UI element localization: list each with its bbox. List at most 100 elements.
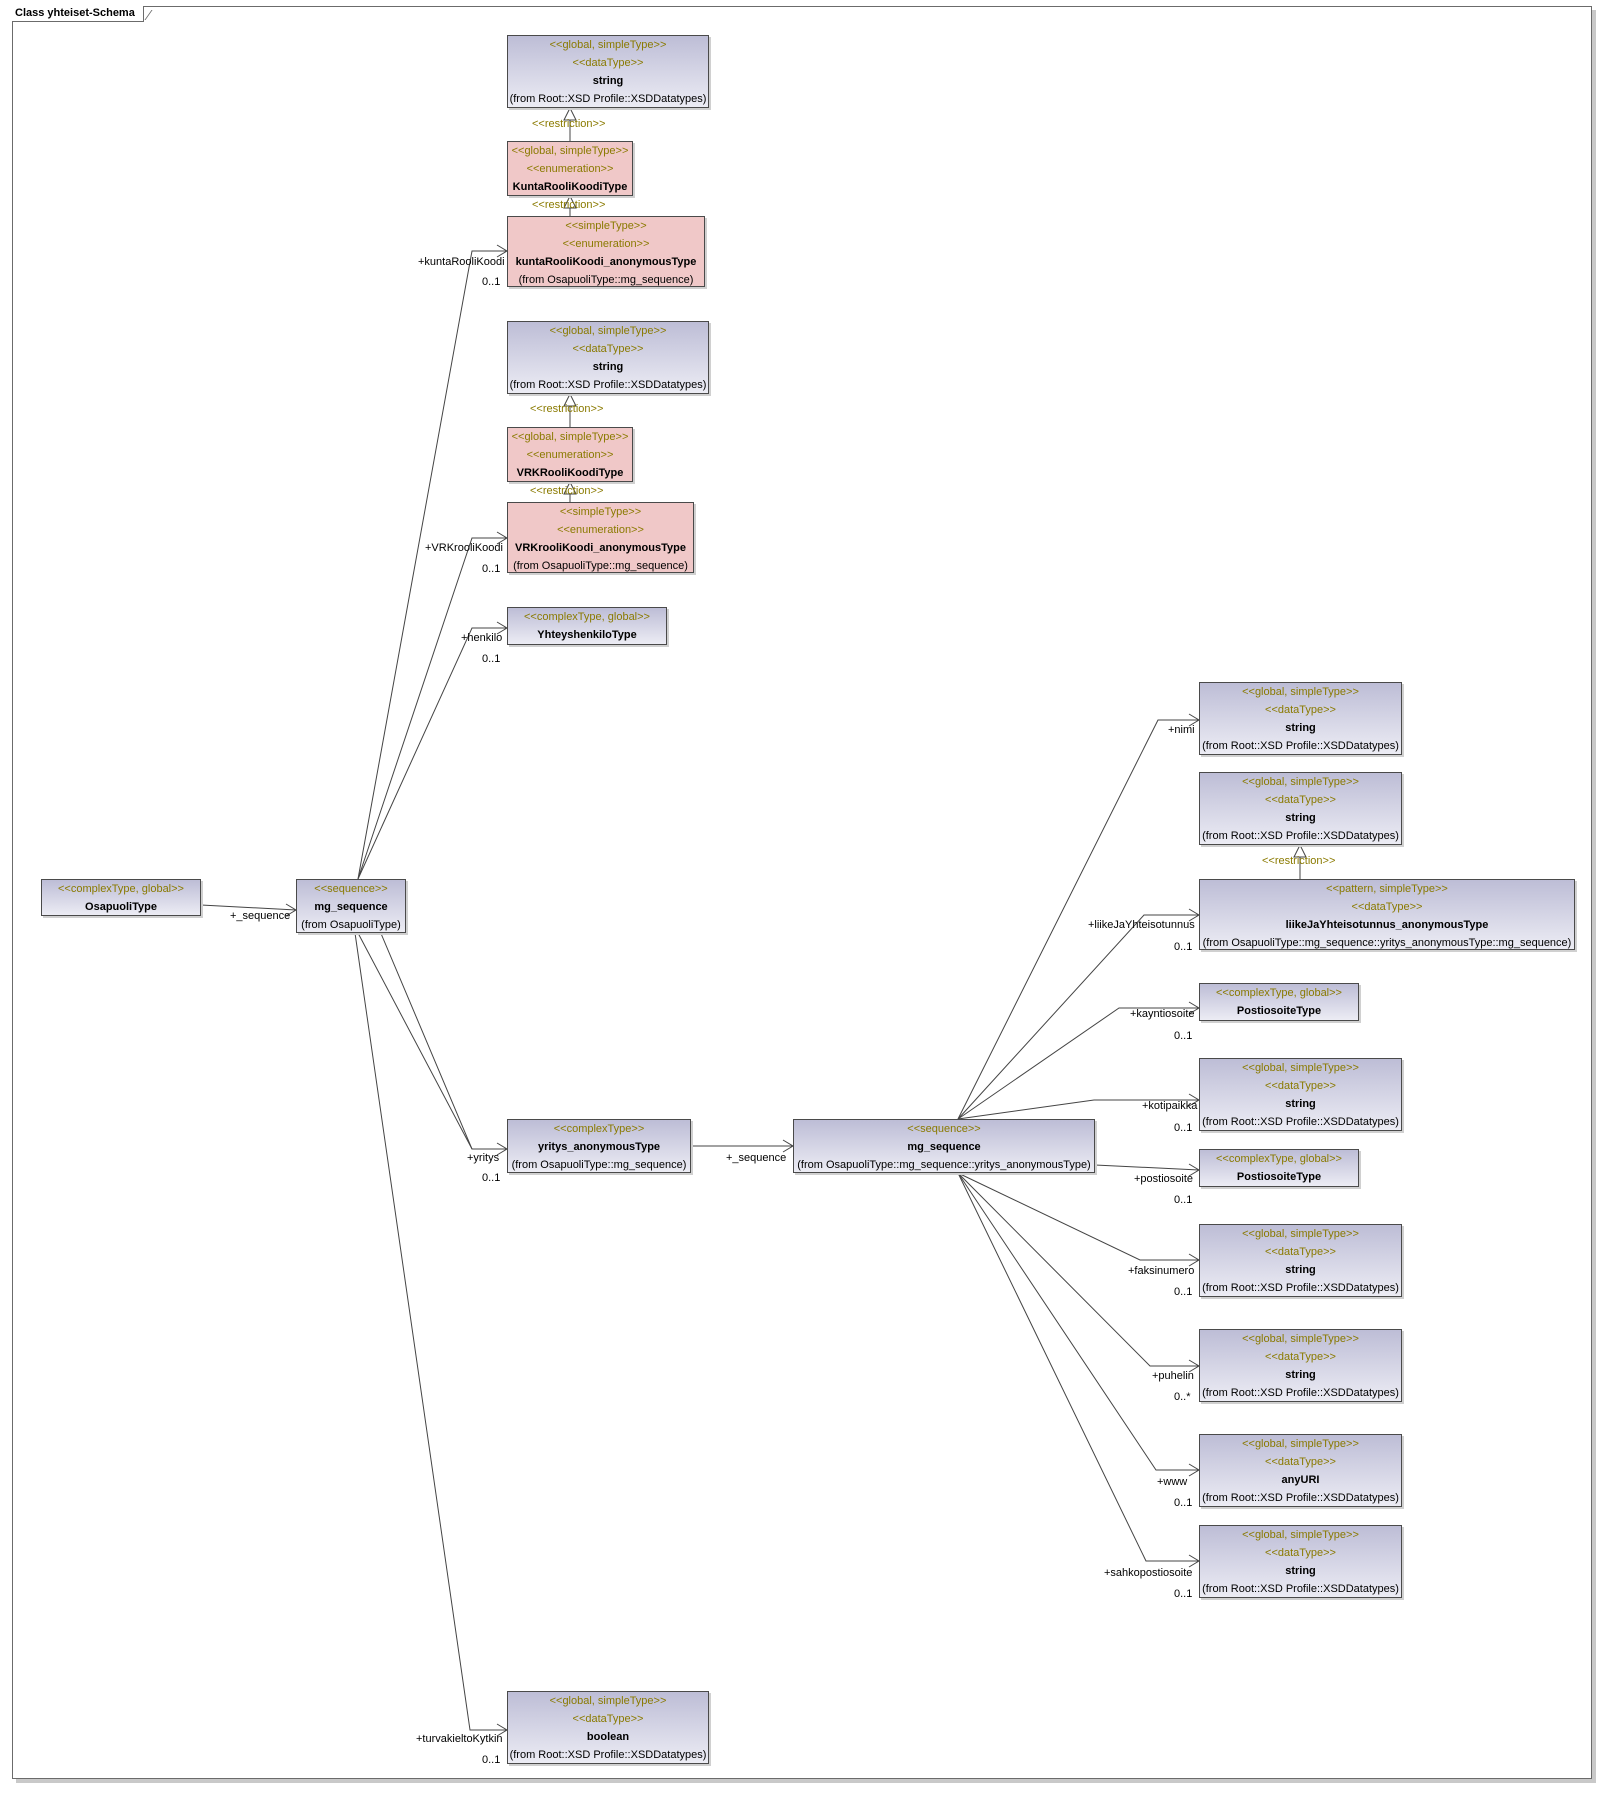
stereotype: <<complexType>> bbox=[553, 1123, 645, 1135]
class-box-mgseq2[interactable]: <<sequence>>mg_sequence(from OsapuoliTyp… bbox=[793, 1119, 1095, 1173]
class-name: mg_sequence bbox=[907, 1141, 981, 1153]
stereotype: <<dataType>> bbox=[572, 1713, 644, 1725]
class-origin: (from Root::XSD Profile::XSDDatatypes) bbox=[1202, 1492, 1399, 1504]
class-box-sahkoStr[interactable]: <<global, simpleType>><<dataType>>string… bbox=[1199, 1525, 1402, 1598]
stereotype: <<dataType>> bbox=[1265, 704, 1336, 716]
restriction-label: <<restriction>> bbox=[1262, 855, 1336, 867]
assoc-line bbox=[357, 932, 507, 1150]
stereotype: <<global, simpleType>> bbox=[1242, 1529, 1359, 1541]
class-origin: (from Root::XSD Profile::XSDDatatypes) bbox=[509, 379, 707, 391]
stereotype: <<global, simpleType>> bbox=[511, 431, 629, 443]
class-name: VRKRooliKoodiType bbox=[516, 467, 624, 479]
assoc-line bbox=[957, 1099, 1199, 1120]
class-box-osapuoli[interactable]: <<complexType, global>>OsapuoliType bbox=[41, 879, 201, 916]
stereotype: <<enumeration>> bbox=[526, 449, 614, 461]
class-box-posti2[interactable]: <<complexType, global>> PostiosoiteType bbox=[1199, 1149, 1359, 1187]
stereotype: <<sequence>> bbox=[907, 1123, 981, 1135]
role-label: +kayntiosoite bbox=[1130, 1008, 1195, 1020]
class-origin: (from Root::XSD Profile::XSDDatatypes) bbox=[1202, 1116, 1399, 1128]
assoc-line bbox=[357, 537, 507, 880]
class-name: string bbox=[1285, 1369, 1316, 1381]
class-origin: (from OsapuoliType) bbox=[301, 919, 401, 931]
role-label: +_sequence bbox=[230, 910, 291, 922]
assoc-line bbox=[957, 719, 1199, 1120]
class-name: string bbox=[1285, 1098, 1316, 1110]
assoc-line bbox=[957, 1172, 1199, 1367]
role-label: +_sequence bbox=[726, 1152, 787, 1164]
stereotype: <<global, simpleType>> bbox=[549, 39, 667, 51]
class-origin: (from Root::XSD Profile::XSDDatatypes) bbox=[1202, 830, 1399, 842]
stereotype: <<dataType>> bbox=[1265, 1456, 1336, 1468]
assoc-line bbox=[957, 1172, 1199, 1471]
class-box-vrkAnon[interactable]: <<simpleType>><<enumeration>>VRKrooliKoo… bbox=[507, 502, 694, 573]
multiplicity-label: 0..1 bbox=[482, 563, 501, 575]
stereotype: <<complexType, global>> bbox=[1216, 1153, 1342, 1165]
class-name: boolean bbox=[586, 1731, 630, 1743]
role-label: +sahkopostiosoite bbox=[1104, 1567, 1193, 1579]
class-name: anyURI bbox=[1281, 1474, 1320, 1486]
class-name: PostiosoiteType bbox=[1236, 1171, 1322, 1183]
stereotype: <<enumeration>> bbox=[526, 163, 614, 175]
class-box-str1[interactable]: <<global, simpleType>><<dataType>>string… bbox=[507, 35, 709, 108]
multiplicity-label: 0..1 bbox=[1174, 1588, 1193, 1600]
class-box-faksiStr[interactable]: <<global, simpleType>><<dataType>>string… bbox=[1199, 1224, 1402, 1297]
assoc-line bbox=[957, 1172, 1199, 1562]
stereotype: <<dataType>> bbox=[1265, 1351, 1336, 1363]
class-box-yhteys[interactable]: <<complexType, global>> YhteyshenkiloType bbox=[507, 607, 667, 645]
stereotype: <<dataType>> bbox=[1265, 1080, 1336, 1092]
stereotype: <<pattern, simpleType>> bbox=[1326, 883, 1448, 895]
multiplicity-label: 0..1 bbox=[1174, 1497, 1193, 1509]
stereotype: <<sequence>> bbox=[314, 883, 388, 895]
assoc-line bbox=[354, 932, 507, 1731]
class-origin: (from Root::XSD Profile::XSDDatatypes) bbox=[1202, 1282, 1399, 1294]
class-box-puhelinStr[interactable]: <<global, simpleType>><<dataType>>string… bbox=[1199, 1329, 1402, 1402]
class-box-nimiStr[interactable]: <<global, simpleType>><<dataType>>string… bbox=[1199, 682, 1402, 755]
class-origin: (from Root::XSD Profile::XSDDatatypes) bbox=[1202, 1583, 1399, 1595]
class-name: liikeJaYhteisotunnus_anonymousType bbox=[1285, 919, 1489, 931]
role-label: +yritys bbox=[467, 1152, 500, 1164]
stereotype: <<dataType>> bbox=[572, 57, 644, 69]
class-name: string bbox=[1285, 812, 1316, 824]
role-label: +postiosoite bbox=[1134, 1173, 1194, 1185]
stereotype: <<global, simpleType>> bbox=[511, 145, 629, 157]
class-box-anyuri[interactable]: <<global, simpleType>><<dataType>>anyURI… bbox=[1199, 1434, 1402, 1507]
class-box-kotiStr[interactable]: <<global, simpleType>><<dataType>>string… bbox=[1199, 1058, 1402, 1131]
role-label: +nimi bbox=[1168, 724, 1195, 736]
stereotype: <<complexType, global>> bbox=[524, 611, 650, 623]
multiplicity-label: 0..1 bbox=[482, 1754, 501, 1766]
assoc-line bbox=[357, 627, 507, 880]
class-origin: (from OsapuoliType::mg_sequence) bbox=[511, 1159, 687, 1171]
multiplicity-label: 0..1 bbox=[1174, 1122, 1193, 1134]
class-origin: (from OsapuoliType::mg_sequence) bbox=[518, 274, 694, 286]
class-name: string bbox=[1285, 1264, 1316, 1276]
stereotype: <<global, simpleType>> bbox=[1242, 776, 1359, 788]
class-box-mgseq1[interactable]: <<sequence>>mg_sequence(from OsapuoliTyp… bbox=[296, 879, 406, 933]
class-box-boolean[interactable]: <<global, simpleType>><<dataType>>boolea… bbox=[507, 1691, 709, 1764]
stereotype: <<dataType>> bbox=[1265, 1246, 1336, 1258]
class-origin: (from Root::XSD Profile::XSDDatatypes) bbox=[1202, 740, 1399, 752]
multiplicity-label: 0..1 bbox=[1174, 1030, 1193, 1042]
stereotype: <<complexType, global>> bbox=[58, 883, 184, 895]
class-box-kuntaRK[interactable]: <<global, simpleType>><<enumeration>>Kun… bbox=[507, 141, 633, 196]
class-name: YhteyshenkiloType bbox=[537, 629, 637, 641]
class-box-liike[interactable]: <<pattern, simpleType>> <<dataType>> liike… bbox=[1199, 879, 1575, 950]
role-label: +kuntaRooliKoodi bbox=[418, 256, 505, 268]
assoc-line bbox=[957, 914, 1199, 1120]
class-name: yritys_anonymousType bbox=[537, 1141, 661, 1153]
multiplicity-label: 0..1 bbox=[1174, 1286, 1193, 1298]
class-box-yritys[interactable]: <<complexType>> yritys_anonymousType (from… bbox=[507, 1119, 691, 1173]
class-box-str2[interactable]: <<global, simpleType>><<dataType>>string… bbox=[507, 321, 709, 394]
stereotype: <<dataType>> bbox=[1265, 1547, 1336, 1559]
class-box-posti1[interactable]: <<complexType, global>>PostiosoiteType bbox=[1199, 983, 1359, 1021]
class-box-vrkRK[interactable]: <<global, simpleType>> <<enumeration>> VRK… bbox=[507, 427, 633, 482]
stereotype: <<enumeration>> bbox=[562, 238, 650, 250]
class-origin: (from Root::XSD Profile::XSDDatatypes) bbox=[509, 93, 707, 105]
restriction-label: <<restriction>> bbox=[530, 403, 604, 415]
stereotype: <<dataType>> bbox=[572, 343, 644, 355]
class-box-kuntaAnon[interactable]: <<simpleType>><<enumeration>>kuntaRooliK… bbox=[507, 216, 705, 287]
class-box-str3[interactable]: <<global, simpleType>><<dataType>>string… bbox=[1199, 772, 1402, 845]
class-name: VRKrooliKoodi_anonymousType bbox=[515, 542, 686, 554]
class-origin: (from OsapuoliType::mg_sequence) bbox=[513, 560, 688, 572]
stereotype: <<dataType>> bbox=[1351, 901, 1423, 913]
diagram-title: Class yhteiset-Schema bbox=[12, 6, 144, 22]
